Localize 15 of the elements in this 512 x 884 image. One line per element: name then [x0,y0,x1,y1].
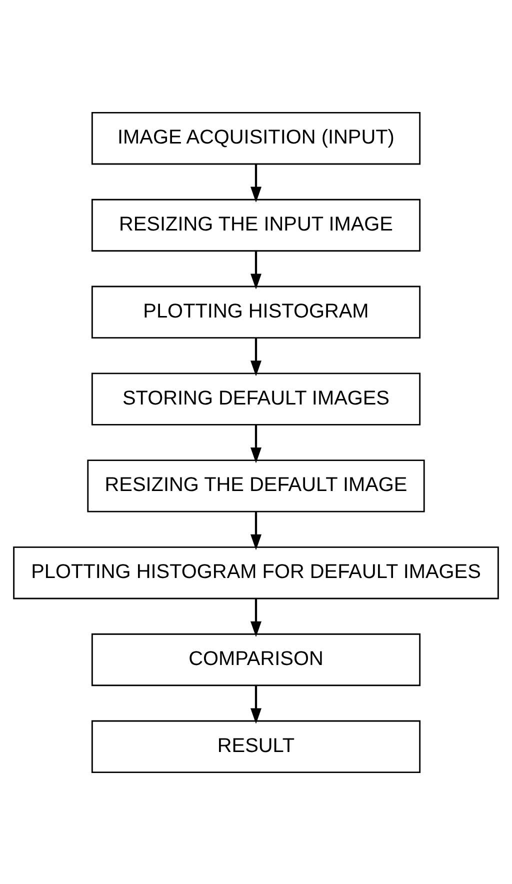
arrow [250,424,262,463]
node-box: RESIZING THE DEFAULT IMAGE [87,459,425,512]
arrow [250,685,262,724]
node-box: IMAGE ACQUISITION (INPUT) [91,111,421,164]
node-box: PLOTTING HISTOGRAM [91,285,421,338]
arrow [250,337,262,376]
arrow [250,164,262,202]
node-box: RESIZING THE INPUT IMAGE [91,198,421,252]
arrow [250,598,262,637]
node-box: COMPARISON [91,632,421,686]
node-box: PLOTTING HISTOGRAM FOR DEFAULT IMAGES [13,546,499,599]
node-box: RESULT [91,720,421,773]
arrow [250,511,262,550]
node-box: STORING DEFAULT IMAGES [91,372,421,425]
arrow [250,250,262,289]
